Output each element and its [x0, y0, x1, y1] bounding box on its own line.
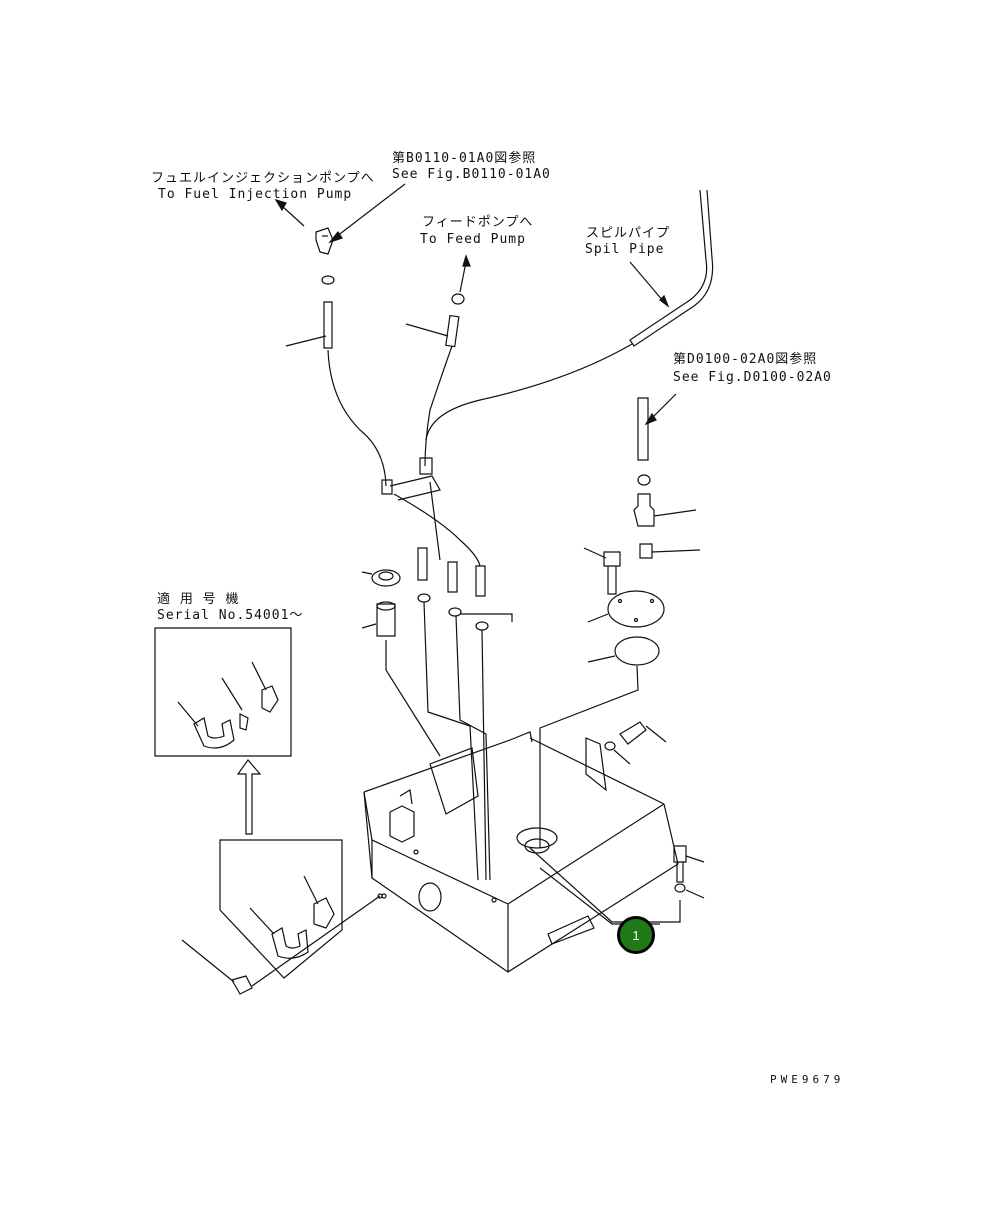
- elbow-3: [476, 622, 488, 630]
- label-spill-pipe-jp: スピルパイプ: [586, 226, 671, 241]
- hose-short-3: [476, 566, 485, 596]
- tank-port-side: [419, 883, 441, 911]
- label-serial-en: Serial No.54001～: [157, 608, 304, 623]
- lower-detail-box: [220, 840, 342, 978]
- label-see-d0100-en: See Fig.D0100-02A0: [673, 370, 832, 385]
- tank-handle: [548, 916, 594, 944]
- tank-flange: [517, 828, 557, 848]
- hose-line-b: [425, 346, 452, 466]
- washer-right: [675, 884, 685, 892]
- label-feed-pump-jp: フィードポンプへ: [422, 215, 534, 230]
- mount-block: [430, 748, 478, 814]
- hose-clamp-1: [322, 276, 334, 284]
- bolt-tank-1: [620, 722, 646, 744]
- nipple-fitting: [634, 494, 654, 526]
- elbow-2: [449, 608, 461, 616]
- inset-elbow: [240, 714, 248, 730]
- clip-1: [382, 480, 392, 494]
- feed-pump-clamp: [452, 294, 464, 304]
- elbow-1: [418, 594, 430, 602]
- inset-clamp: [262, 686, 278, 712]
- clip-2: [420, 458, 432, 474]
- bolt-right-2: [604, 552, 620, 594]
- label-see-d0100-jp: 第D0100-02A0図参照: [673, 352, 818, 367]
- injection-pump-fitting: [316, 228, 333, 254]
- callout-1-number: 1: [632, 927, 640, 943]
- gasket: [615, 637, 659, 665]
- leader-injection-arrow: [282, 206, 304, 226]
- label-serial-jp: 適 用 号 機: [157, 592, 240, 607]
- bolt-right-1: [640, 544, 652, 558]
- fuel-tank: [364, 732, 680, 972]
- hose-clamp-right: [638, 475, 650, 485]
- inset-clip-a: [194, 718, 234, 748]
- washer-tank: [605, 742, 615, 750]
- label-spill-pipe-en: Spil Pipe: [585, 242, 665, 257]
- label-see-b0110-en: See Fig.B0110-01A0: [392, 167, 551, 182]
- hose-short-1: [418, 548, 427, 580]
- spill-pipe: [630, 190, 713, 346]
- vertical-hose: [638, 398, 648, 460]
- drawing-code: PWE9679: [770, 1073, 845, 1086]
- pipe-long-1: [424, 602, 478, 880]
- lower-clip: [272, 928, 308, 958]
- lower-clamp: [314, 898, 334, 928]
- inset-arrow: [238, 760, 260, 834]
- label-feed-pump-en: To Feed Pump: [420, 232, 526, 247]
- tank-bracket-left: [390, 806, 414, 842]
- hose-line-c: [426, 344, 632, 440]
- hose-2: [446, 316, 459, 347]
- filler-fitting: [377, 604, 395, 636]
- long-bolt: [232, 976, 252, 994]
- label-fuel-injection-jp: フュエルインジェクションポンプへ: [151, 171, 375, 186]
- serial-inset-box: [155, 628, 291, 756]
- hose-short-2: [448, 562, 457, 592]
- grommet: [372, 570, 400, 586]
- label-fuel-injection-en: To Fuel Injection Pump: [158, 187, 353, 202]
- hose-1: [324, 302, 332, 348]
- label-see-b0110-jp: 第B0110-01A0図参照: [392, 151, 537, 166]
- callout-1[interactable]: 1: [617, 916, 655, 954]
- bolt-right-tank: [674, 846, 686, 882]
- cover-plate: [608, 591, 664, 627]
- hose-line-a: [328, 350, 386, 486]
- leader-b0110: [332, 184, 405, 240]
